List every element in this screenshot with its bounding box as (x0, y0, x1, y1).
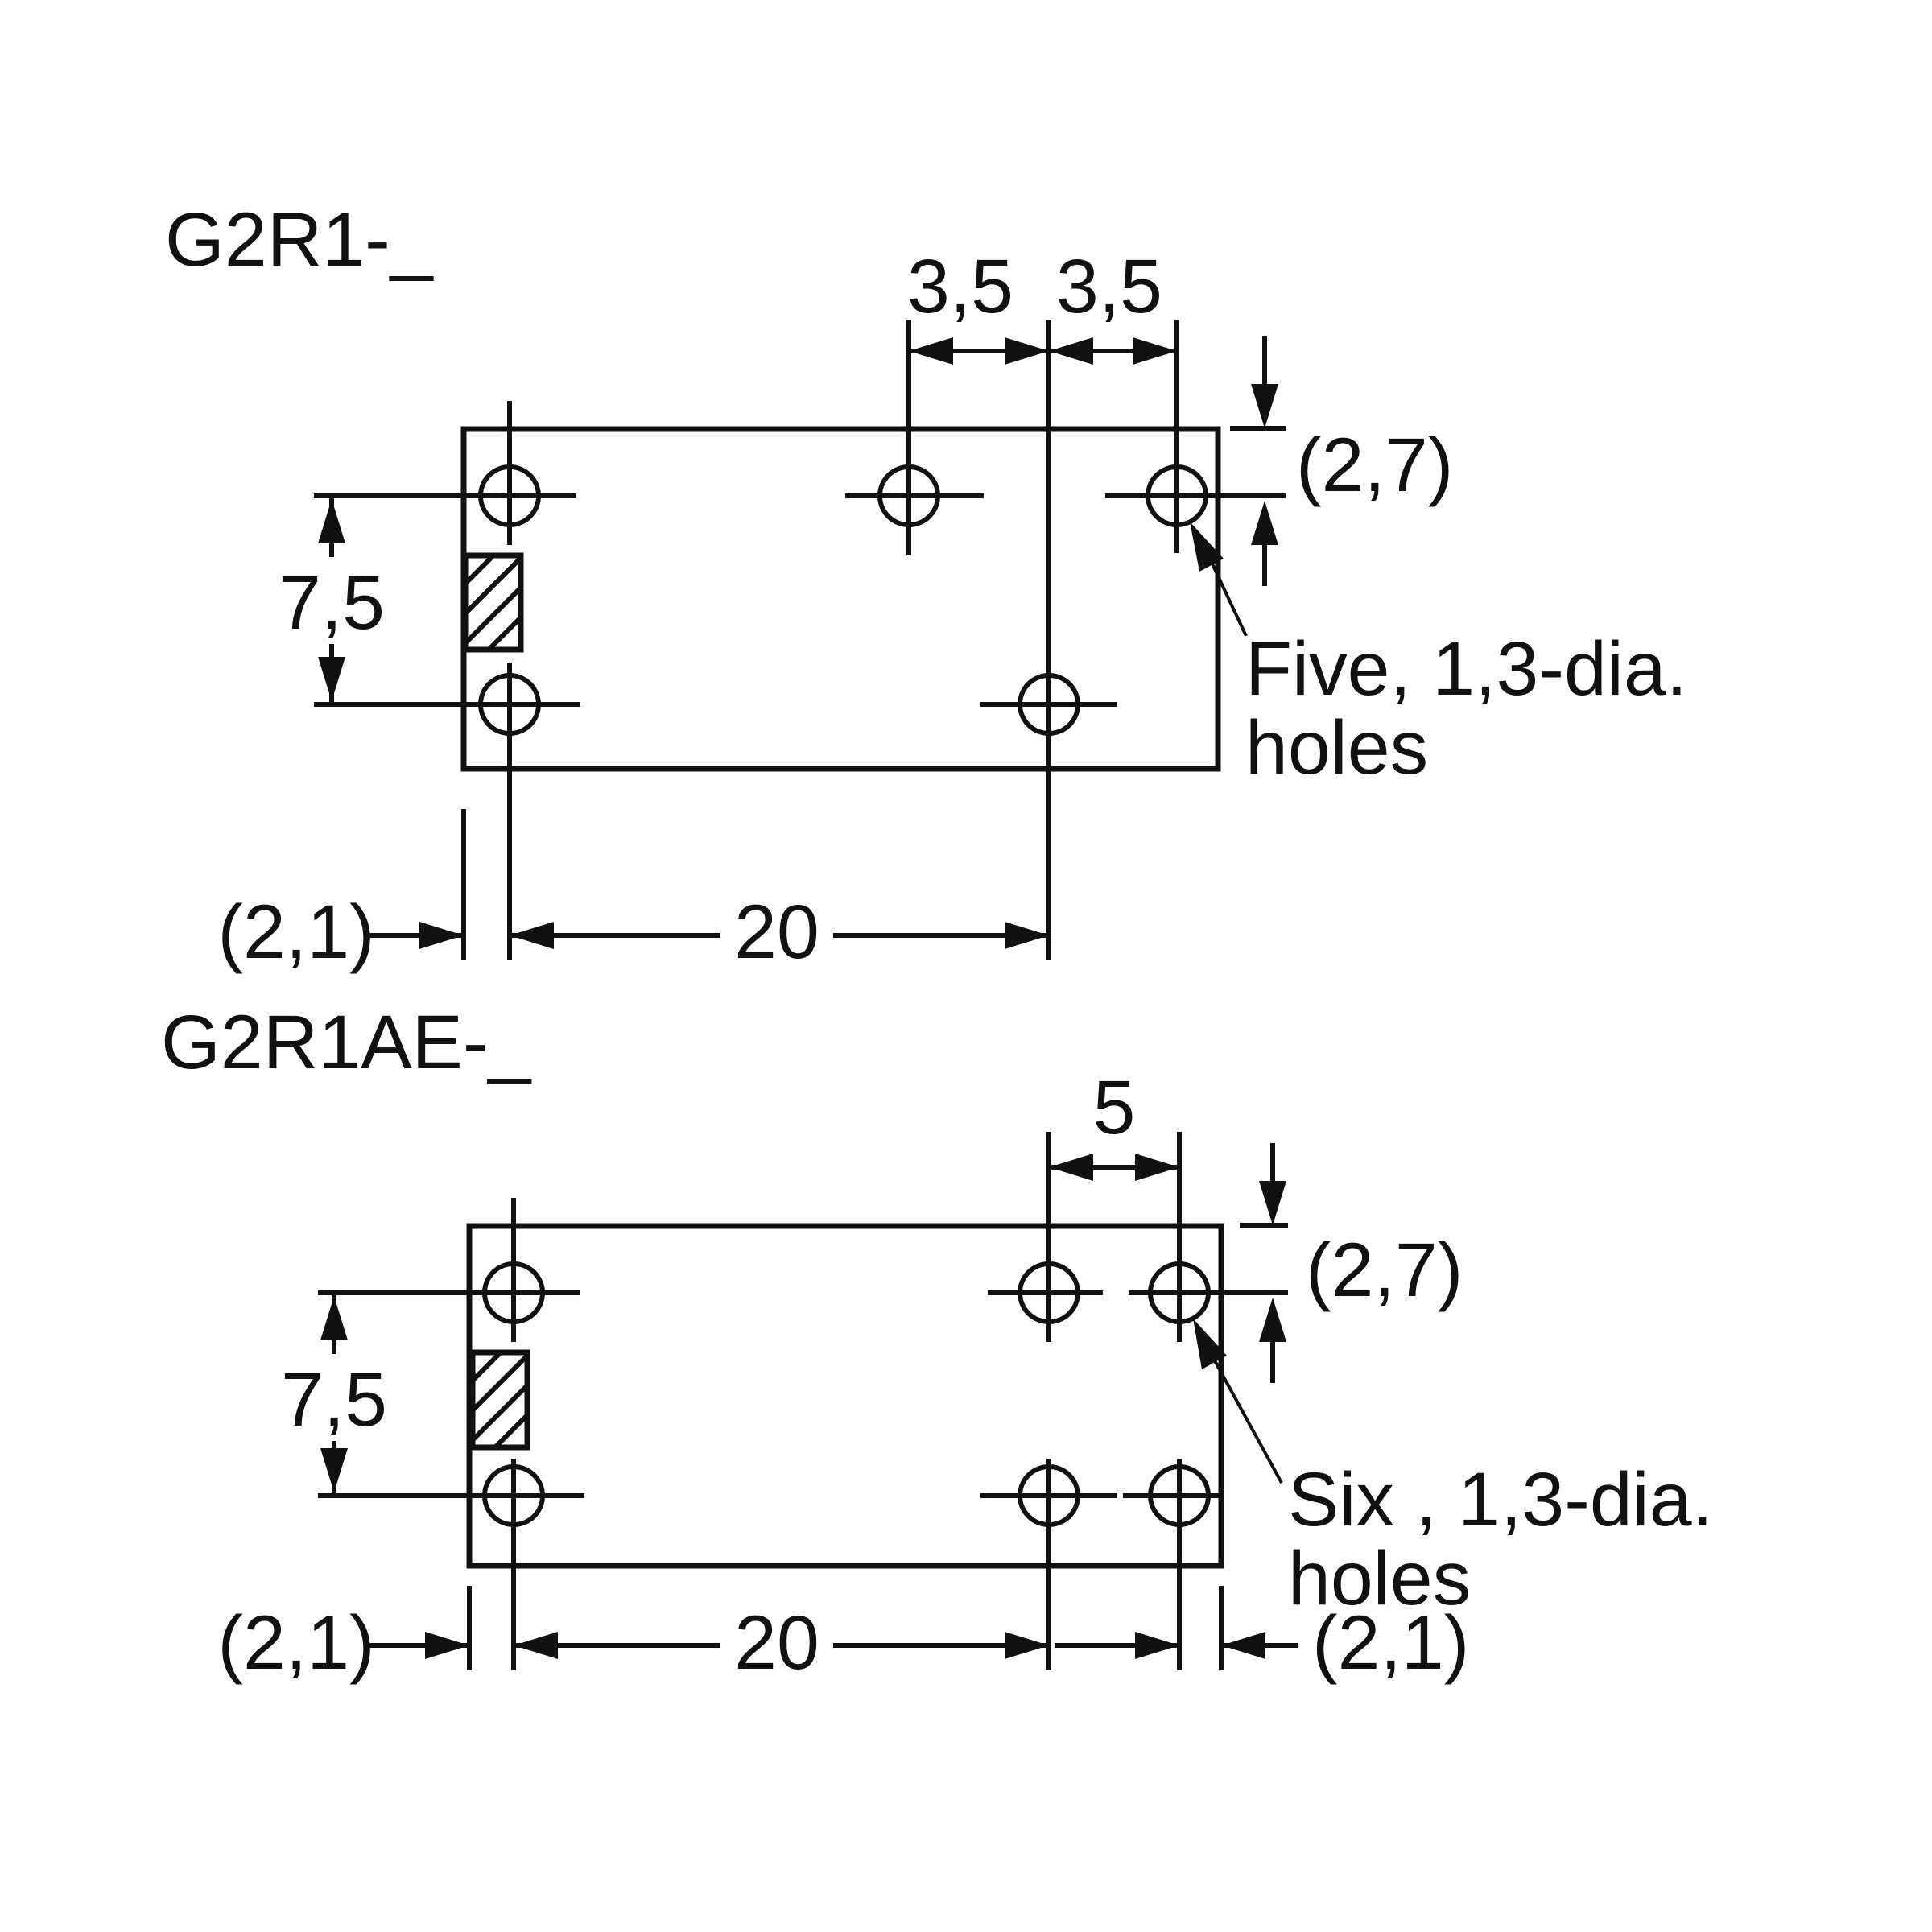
pcb-plate-outline (460, 426, 1221, 772)
hatch-line (493, 1413, 530, 1450)
dimension-pitch-5: 5 (1049, 1065, 1179, 1181)
pcb-plate-outline (466, 1223, 1224, 1569)
dim-label-left-edge-offset: (2,1) (217, 890, 374, 975)
dimension-bottom-row: (2,1) 20 (217, 809, 1049, 975)
dim-label-top-edge-offset: (2,7) (1296, 423, 1453, 508)
variant-title-g2r1: G2R1-_ (165, 197, 434, 283)
annotation-five-holes: Five, 1,3-dia. holes (1190, 522, 1687, 791)
hatch-line (463, 553, 496, 586)
arrowhead-down (1259, 1181, 1286, 1225)
note-hole-count-dia: Five, 1,3-dia. (1245, 626, 1687, 712)
dimension-row-spacing-7-5: 7,5 (281, 1293, 387, 1496)
hatch-mark (462, 552, 524, 653)
hatch-mark (469, 1349, 530, 1451)
mounting-holes-top-diagram (314, 320, 1286, 960)
leader-line (1208, 556, 1248, 637)
note-hole-count-dia: Six , 1,3-dia. (1288, 1457, 1713, 1542)
dim-label-pitch-left: 3,5 (907, 244, 1013, 329)
hatch-line (470, 1350, 503, 1383)
dim-label-top-edge-offset: (2,7) (1306, 1228, 1463, 1313)
arrowhead-down (320, 1448, 348, 1492)
arrowhead-up (1251, 501, 1278, 545)
hatch-line (470, 1353, 530, 1413)
dimension-bottom-row: (2,1) 20 (2,1) (217, 1586, 1469, 1686)
dimension-pitch-3-5: 3,5 3,5 (907, 244, 1177, 365)
dimension-row-spacing-7-5: 7,5 (279, 496, 385, 704)
hatch-line (463, 555, 523, 616)
dim-label-left-edge-offset: (2,1) (217, 1600, 374, 1686)
leader-arrowhead (1193, 1319, 1227, 1369)
arrowhead-up (318, 499, 345, 543)
note-holes-word: holes (1245, 705, 1428, 791)
arrowhead-right (1005, 1632, 1049, 1659)
variant-title-g2r1ae: G2R1AE-_ (161, 1000, 532, 1085)
dim-label-right-edge-offset: (2,1) (1312, 1600, 1469, 1686)
arrowhead-right (1135, 1632, 1179, 1659)
annotation-six-holes: Six , 1,3-dia. holes (1193, 1319, 1713, 1621)
arrowhead-down (1251, 384, 1278, 428)
dimension-top-edge-offset-2-7: (2,7) (1230, 336, 1453, 586)
arrowhead-right (1135, 1154, 1179, 1181)
arrowhead-right (1133, 337, 1177, 365)
arrowhead-right (1005, 922, 1049, 949)
arrowhead-up (320, 1296, 348, 1340)
arrowhead-up (1259, 1298, 1286, 1342)
arrowhead-right (425, 1632, 469, 1659)
arrowhead-left (1049, 1154, 1093, 1181)
dimension-top-edge-offset-2-7: (2,7) (1240, 1143, 1463, 1383)
dim-label-pitch-right: 3,5 (1056, 244, 1162, 329)
mounting-holes-bottom-diagram (318, 1132, 1288, 1670)
arrowhead-right (419, 922, 464, 949)
arrowhead-left (1049, 337, 1093, 365)
dim-label-pitch: 5 (1093, 1065, 1136, 1150)
leader-arrowhead (1190, 522, 1224, 572)
arrowhead-left (909, 337, 953, 365)
diagram-g2r1ae: G2R1AE-_ (161, 1000, 1713, 1686)
dim-label-hole-span: 20 (734, 1600, 819, 1686)
hatch-line (463, 585, 523, 646)
dim-label-row-spacing: 7,5 (281, 1357, 387, 1443)
hatch-line (470, 1383, 530, 1443)
arrowhead-down (318, 657, 345, 701)
hatch-line (486, 615, 523, 652)
arrowhead-right (1005, 337, 1049, 365)
dim-label-hole-span: 20 (734, 890, 819, 975)
leader-line (1210, 1354, 1283, 1484)
note-holes-word: holes (1288, 1536, 1471, 1621)
diagram-g2r1: G2R1-_ (165, 197, 1687, 975)
dim-label-row-spacing: 7,5 (279, 560, 385, 646)
